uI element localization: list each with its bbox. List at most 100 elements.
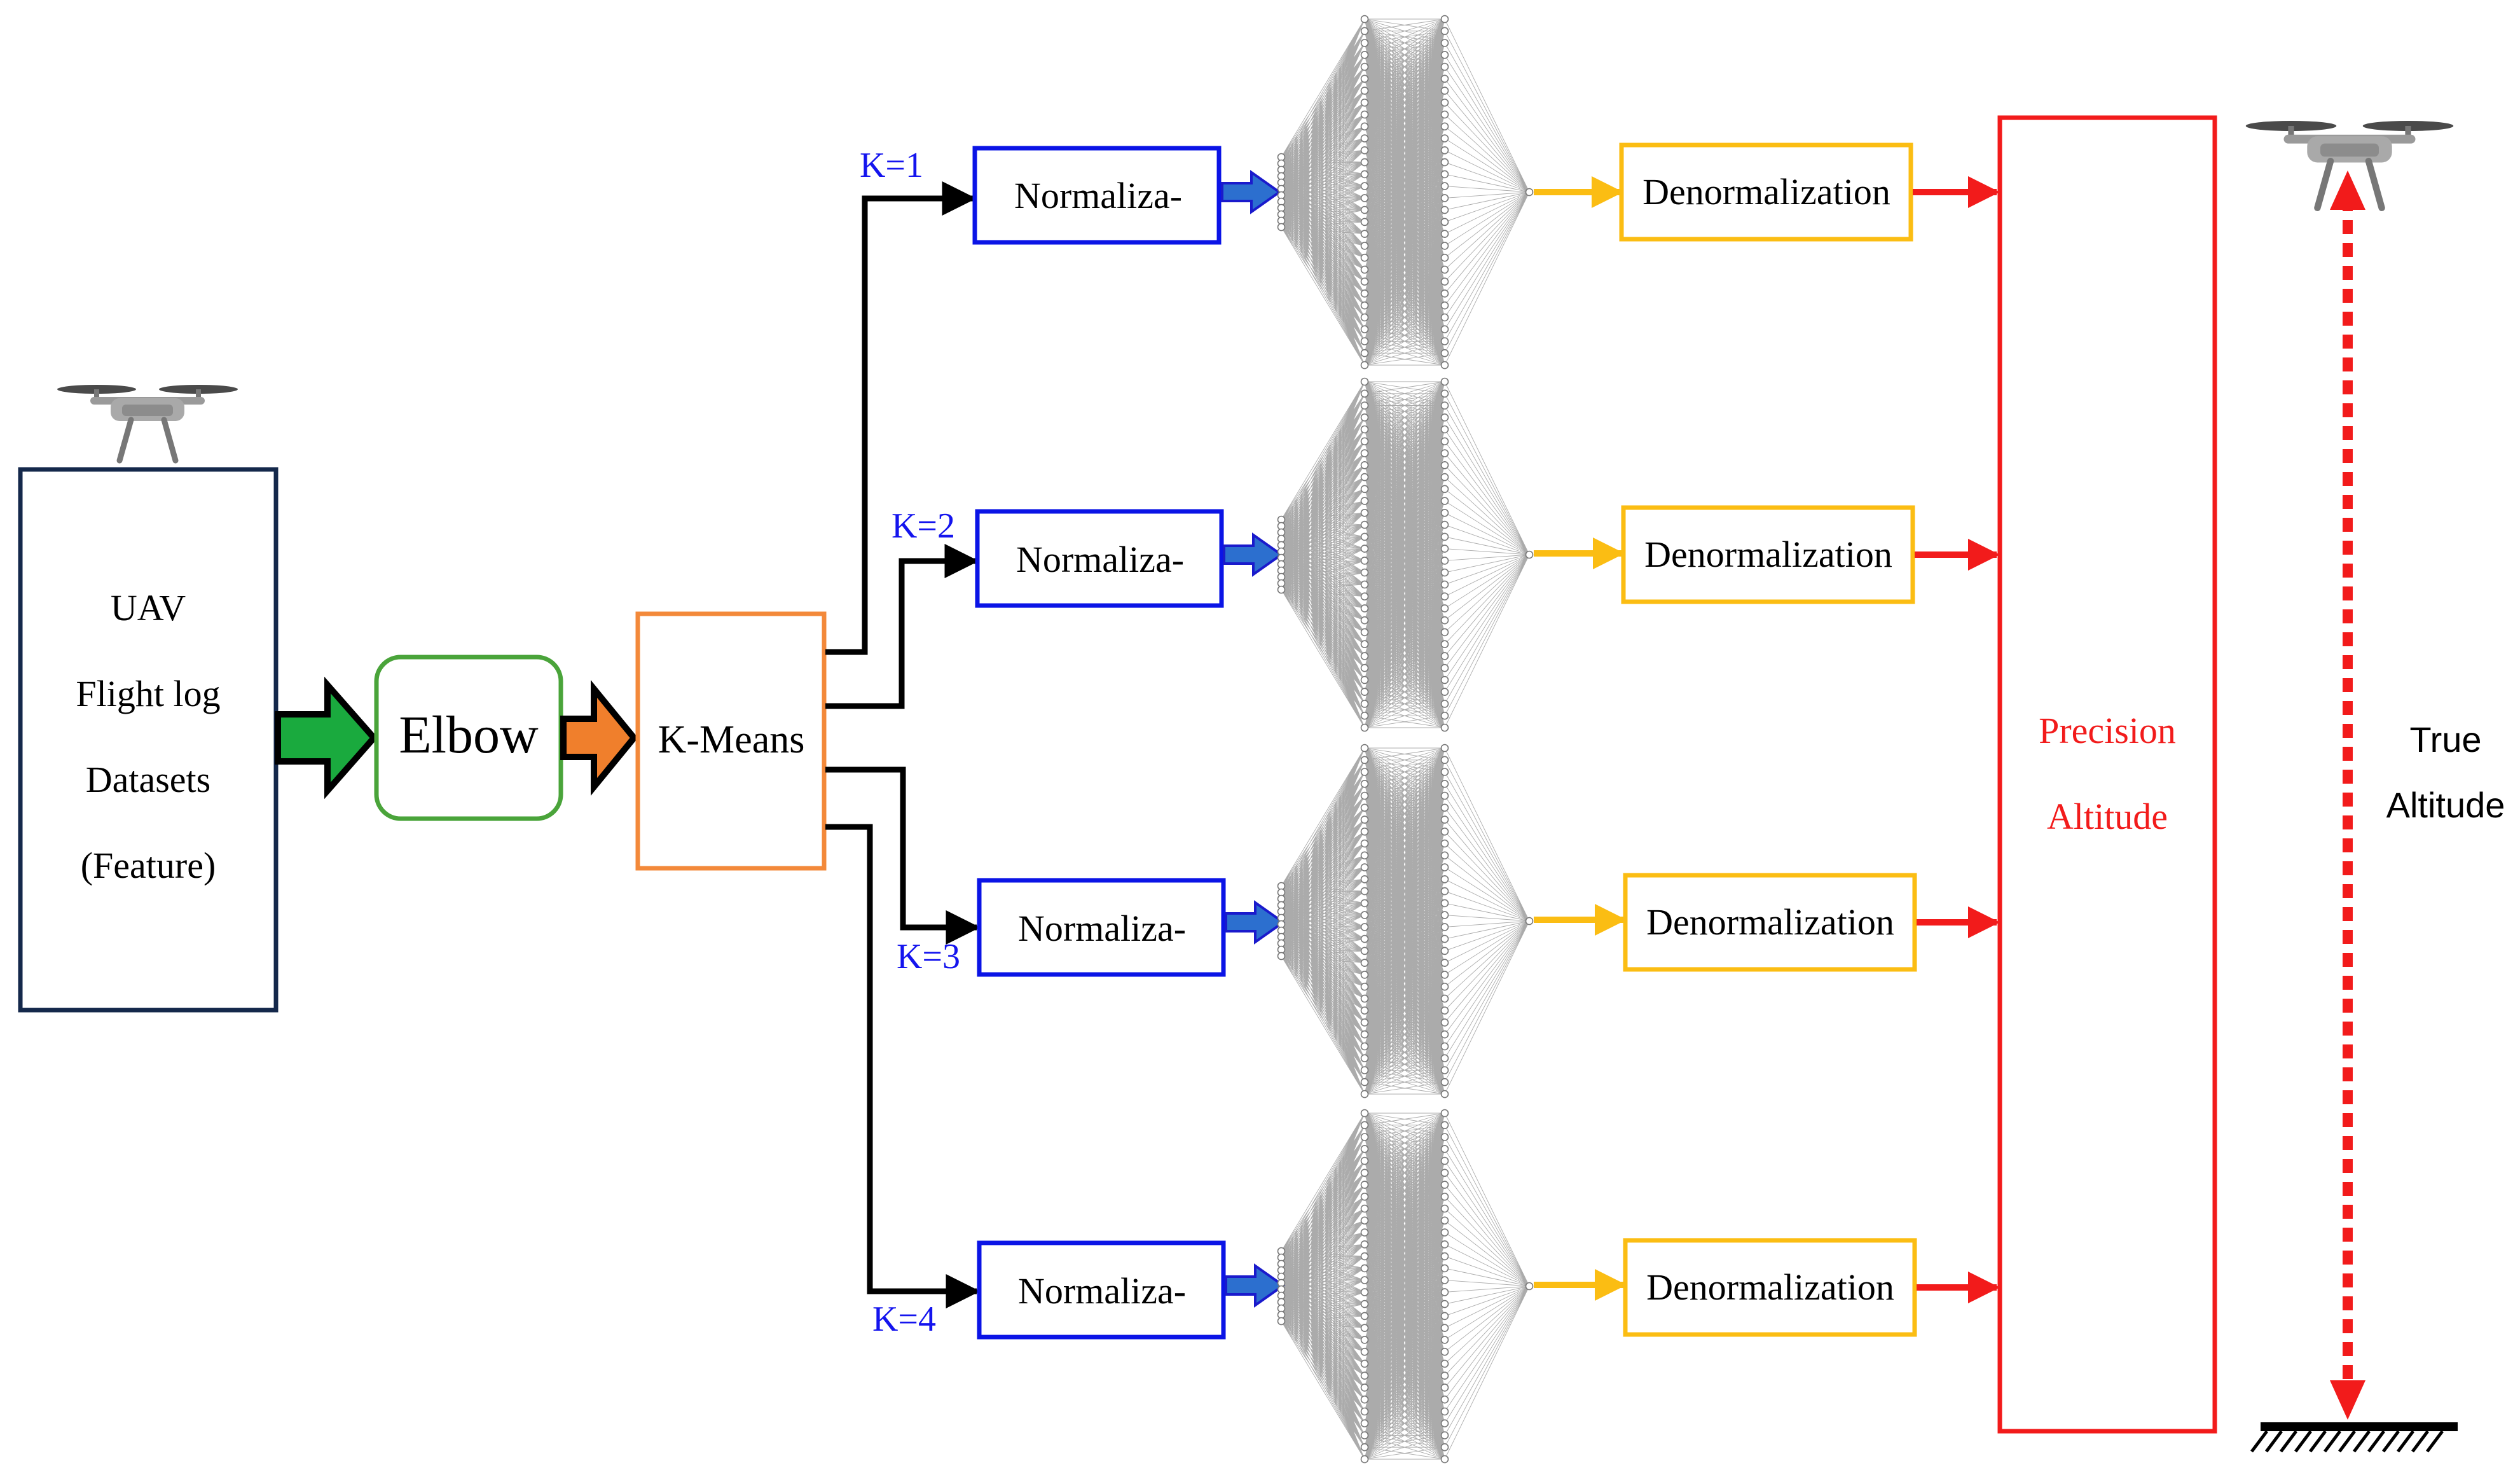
hidden-neuron	[1360, 1419, 1369, 1427]
hidden-neuron	[1440, 122, 1449, 131]
hidden-neuron	[1360, 349, 1369, 357]
hidden-neuron	[1360, 520, 1369, 529]
denormalization-box-3	[1623, 873, 1917, 972]
ground-hatch-line	[2324, 1430, 2341, 1453]
hidden-neuron	[1440, 413, 1449, 422]
hidden-neuron	[1360, 723, 1369, 732]
hidden-neuron	[1440, 1431, 1449, 1439]
hidden-neuron	[1360, 401, 1369, 410]
hidden-neuron	[1360, 508, 1369, 517]
hidden-neuron	[1440, 27, 1449, 36]
hidden-neuron	[1440, 194, 1449, 202]
ground-hatch-line	[2338, 1430, 2356, 1453]
hidden-neuron	[1360, 711, 1369, 720]
hidden-neuron	[1440, 934, 1449, 943]
hidden-neuron	[1360, 1193, 1369, 1201]
hidden-neuron	[1360, 253, 1369, 262]
hidden-neuron	[1440, 1121, 1449, 1130]
hidden-neuron	[1440, 815, 1449, 824]
normalization-box-4	[977, 1240, 1226, 1340]
hidden-neuron	[1360, 744, 1369, 752]
hidden-neuron	[1360, 557, 1369, 565]
hidden-neuron	[1440, 959, 1449, 967]
hidden-neuron	[1360, 887, 1369, 896]
precision-label-line2: Altitude	[2047, 796, 2168, 837]
hidden-neuron	[1440, 1312, 1449, 1321]
denormalization-label-2: Denormalization	[1644, 534, 1892, 575]
true-altitude-line1: True	[2409, 719, 2481, 759]
hidden-neuron	[1360, 756, 1369, 765]
hidden-neuron	[1440, 337, 1449, 345]
norm-arrow-2	[1223, 532, 1284, 577]
hidden-neuron	[1440, 1228, 1449, 1237]
hidden-neuron	[1360, 863, 1369, 871]
hidden-neuron	[1440, 1276, 1449, 1284]
hidden-neuron	[1440, 170, 1449, 179]
hidden-neuron	[1360, 851, 1369, 860]
hidden-neuron	[1440, 1090, 1449, 1099]
hidden-neuron	[1360, 688, 1369, 696]
hidden-neuron	[1360, 780, 1369, 788]
normalization-label-3: Normaliza-	[1018, 908, 1186, 949]
hidden-neuron	[1440, 389, 1449, 398]
hidden-neuron	[1440, 62, 1449, 71]
connector-k2	[825, 544, 979, 709]
neural-network-1	[1277, 15, 1534, 370]
hidden-neuron	[1360, 1204, 1369, 1213]
hidden-neuron	[1360, 923, 1369, 931]
output-neuron	[1525, 917, 1534, 926]
hidden-neuron	[1440, 768, 1449, 776]
hidden-neuron	[1440, 1419, 1449, 1427]
hidden-neuron	[1440, 520, 1449, 529]
denormalization-box-1	[1619, 142, 1913, 242]
hidden-neuron	[1440, 676, 1449, 684]
hidden-neuron	[1440, 325, 1449, 334]
hidden-neuron	[1360, 473, 1369, 482]
hidden-neuron	[1360, 230, 1369, 239]
hidden-neuron	[1360, 700, 1369, 708]
hidden-neuron	[1440, 1359, 1449, 1368]
hidden-neuron	[1440, 863, 1449, 871]
hidden-neuron	[1440, 1030, 1449, 1039]
hidden-neuron	[1440, 230, 1449, 239]
input-neuron	[1277, 1317, 1286, 1326]
hidden-neuron	[1440, 663, 1449, 672]
normalization-box-3	[977, 878, 1226, 977]
hidden-neuron	[1360, 959, 1369, 967]
hidden-neuron	[1360, 875, 1369, 884]
input-neuron	[1277, 952, 1286, 960]
hidden-neuron	[1360, 1121, 1369, 1130]
hidden-neuron	[1440, 361, 1449, 370]
hidden-neuron	[1440, 688, 1449, 696]
connector-k1	[825, 181, 977, 655]
hidden-neuron	[1440, 401, 1449, 410]
output-neuron	[1525, 1282, 1534, 1291]
hidden-neuron	[1440, 851, 1449, 860]
hidden-neuron	[1360, 437, 1369, 446]
hidden-neuron	[1440, 15, 1449, 24]
hidden-neuron	[1360, 497, 1369, 505]
hidden-neuron	[1440, 780, 1449, 788]
hidden-neuron	[1360, 485, 1369, 494]
hidden-neuron	[1440, 1336, 1449, 1344]
hidden-neuron	[1360, 337, 1369, 345]
hidden-neuron	[1440, 1006, 1449, 1015]
hidden-neuron	[1440, 723, 1449, 732]
hidden-neuron	[1360, 1156, 1369, 1165]
hidden-neuron	[1440, 158, 1449, 167]
ground-hatch-icon	[2250, 1422, 2458, 1453]
hidden-neuron	[1440, 205, 1449, 214]
hidden-neuron	[1440, 1078, 1449, 1086]
hidden-neuron	[1360, 1181, 1369, 1189]
arrow-elbow-to-kmeans	[560, 679, 638, 796]
kmeans-label: K-Means	[658, 718, 805, 761]
input-neuron	[1277, 585, 1286, 594]
hidden-neuron	[1360, 1078, 1369, 1086]
hidden-neuron	[1440, 1109, 1449, 1118]
norm-arrow-4	[1225, 1263, 1286, 1308]
hidden-neuron	[1360, 604, 1369, 613]
hidden-neuron	[1440, 1383, 1449, 1392]
branch-3-normalization: Normaliza-	[977, 878, 1286, 977]
hidden-neuron	[1360, 62, 1369, 71]
hidden-neuron	[1360, 134, 1369, 142]
